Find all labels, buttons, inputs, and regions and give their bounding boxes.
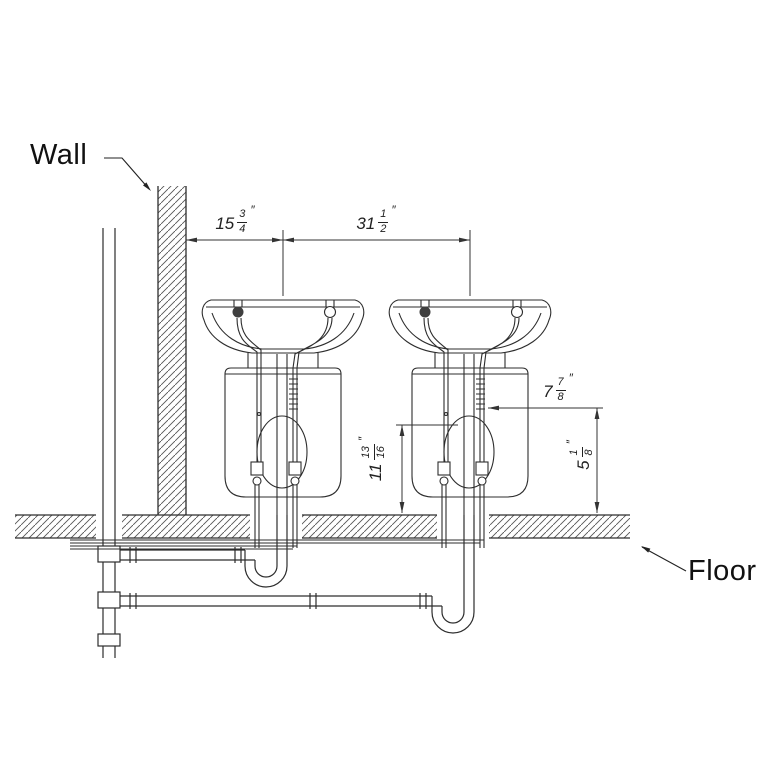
floor-label: Floor — [688, 555, 757, 587]
hub-ticks — [129, 593, 427, 609]
dim-fraction: 3 4 — [237, 208, 248, 235]
dim-whole: 7 — [543, 381, 553, 401]
dim-numerator: 3 — [237, 208, 248, 223]
leader-lines — [104, 157, 687, 572]
drain-drop-right — [463, 515, 475, 606]
dim-unit: ″ — [568, 371, 573, 385]
dim-numerator: 7 — [555, 376, 566, 391]
dimension-wall-to-sink: 15 3 4 ″ — [196, 204, 274, 236]
dim-denominator: 8 — [557, 390, 564, 403]
dimension-trap-height: 11 13 16 ″ — [356, 413, 387, 505]
arrowheads — [186, 237, 600, 513]
stack-tee-lower — [97, 591, 121, 609]
dim-whole: 31 — [356, 213, 376, 233]
wall-label: Wall — [30, 139, 88, 171]
dim-numerator: 1 — [568, 447, 583, 458]
stack-tee-upper — [97, 545, 121, 563]
p-trap-right — [431, 596, 475, 634]
dim-unit: ″ — [391, 203, 396, 217]
dim-numerator: 1 — [378, 208, 389, 223]
dim-denominator: 2 — [380, 222, 387, 235]
dimension-sink-spacing: 31 1 2 ″ — [337, 204, 415, 236]
supply-bundle — [70, 539, 484, 550]
dim-fraction: 1 2 — [378, 208, 389, 235]
floor-leader-arrow — [641, 546, 651, 553]
dim-whole: 5 — [573, 460, 593, 470]
dimension-supply-height: 7 7 8 ″ — [520, 372, 596, 404]
dim-denominator: 4 — [239, 222, 246, 235]
waste-piping — [120, 515, 475, 634]
drain-stack — [97, 228, 121, 658]
sink-right — [388, 299, 552, 549]
dim-whole: 11 — [365, 463, 385, 482]
dim-fraction: 13 16 — [360, 444, 387, 461]
dim-unit: ″ — [356, 436, 370, 442]
dim-fraction: 7 8 — [555, 376, 566, 403]
waste-run-left — [120, 549, 255, 561]
sink-left — [201, 299, 365, 549]
dim-unit: ″ — [250, 203, 255, 217]
extension-lines-top — [282, 230, 471, 296]
stack-hub — [97, 633, 121, 647]
dim-whole: 15 — [215, 213, 235, 233]
floor-leader — [641, 546, 687, 572]
hub-ticks — [129, 547, 242, 563]
p-trap-left — [244, 550, 288, 588]
wall-leader-arrow — [143, 182, 151, 191]
dim-denominator: 8 — [582, 449, 595, 456]
dimension-drain-height: 5 1 8 ″ — [564, 413, 595, 497]
waste-run-right — [120, 595, 442, 607]
wall-section — [157, 186, 187, 515]
wall-leader — [104, 157, 150, 190]
dimension-lines — [186, 230, 603, 513]
dim-denominator: 16 — [374, 446, 387, 459]
drain-drop-left — [276, 515, 288, 560]
dim-numerator: 13 — [360, 444, 375, 461]
dim-fraction: 1 8 — [568, 447, 595, 458]
dim-unit: ″ — [564, 440, 578, 445]
